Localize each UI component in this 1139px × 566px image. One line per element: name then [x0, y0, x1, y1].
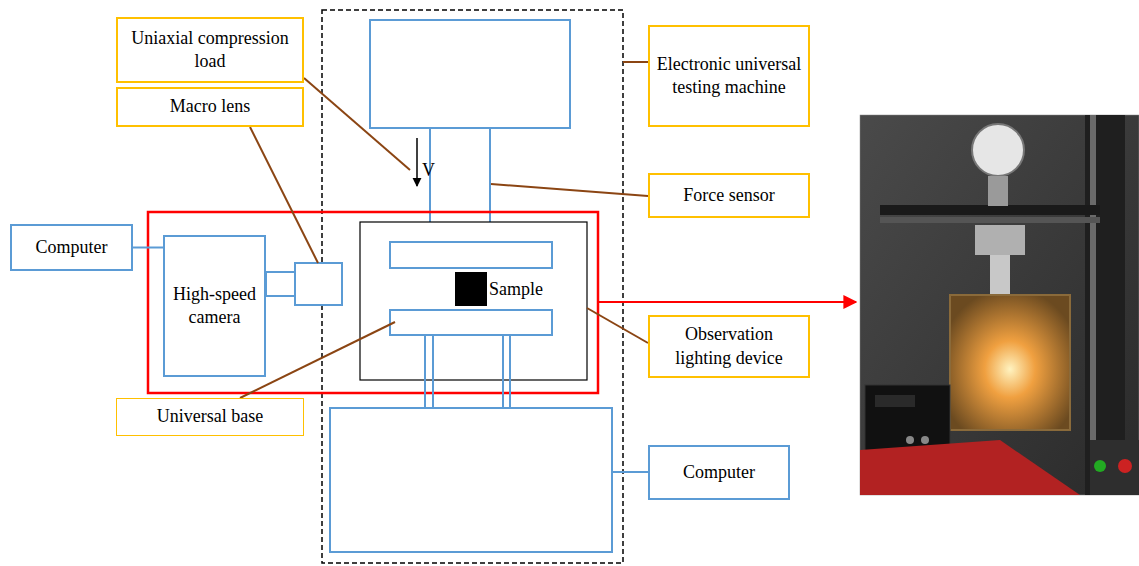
machine-boundary [322, 10, 623, 563]
label-box: Universal base [116, 398, 304, 436]
base-leg [509, 335, 511, 408]
connector-line [133, 247, 163, 249]
node-text: Uniaxial compression load [124, 27, 296, 74]
lower-plate [390, 310, 552, 335]
node-text: Computer [36, 236, 108, 259]
label-box: Observation lighting device [648, 315, 810, 378]
leader-line [623, 61, 648, 63]
label-box: Uniaxial compression load [116, 17, 304, 83]
label-box: Electronic universal testing machine [648, 25, 810, 127]
lens-mount [266, 272, 295, 296]
computer-box: Computer [10, 224, 133, 271]
upper-plate [390, 242, 552, 268]
node-text: High-speed camera [171, 283, 258, 330]
load-arrow [416, 138, 418, 186]
sample-label: Sample [489, 279, 543, 301]
macro-lens-symbol [295, 263, 342, 305]
leader-line [587, 308, 648, 343]
node-text: Computer [683, 461, 755, 484]
sample-block [455, 272, 487, 306]
lighting-box [360, 222, 587, 380]
velocity-label: V [422, 160, 435, 182]
base-leg [502, 335, 504, 408]
camera-box: High-speed camera [163, 235, 266, 377]
node-text: Observation lighting device [656, 323, 802, 370]
node-text: Macro lens [170, 95, 250, 118]
leader-line [491, 184, 648, 196]
node-text: Universal base [157, 405, 263, 428]
node-text: Force sensor [683, 184, 774, 207]
label-box: Force sensor [648, 173, 810, 218]
label-box: Macro lens [116, 87, 304, 127]
machine-base-box [330, 408, 612, 552]
data-cable [612, 471, 648, 473]
crosshead-box [370, 20, 570, 128]
callout-arrow [598, 301, 856, 303]
base-leg [424, 335, 426, 408]
base-leg [432, 335, 434, 408]
setup-photo [860, 115, 1139, 495]
observation-frame [148, 212, 598, 393]
node-text: Electronic universal testing machine [656, 53, 802, 100]
leader-line [304, 78, 410, 170]
computer-box: Computer [648, 445, 790, 500]
